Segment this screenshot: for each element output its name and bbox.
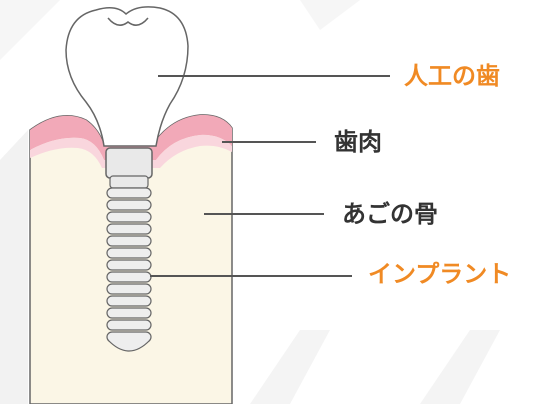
label-jaw-bone: あごの骨 [342,200,438,228]
screw-thread [106,307,152,319]
leader-lines [150,75,390,277]
screw-thread [106,283,152,295]
implant-screw [105,147,153,352]
label-gum: 歯肉 [334,128,382,156]
background-stripes [0,130,500,404]
tooth-crown [65,6,189,147]
screw-thread [106,235,152,247]
screw-thread [106,259,152,271]
tooth-crown-notch [107,17,149,26]
label-implant: インプラント [368,260,512,288]
screw-thread [106,187,152,199]
gum-highlight [30,134,232,168]
label-artificial-tooth: 人工の歯 [404,62,500,90]
screw-thread [106,247,152,259]
gum-shape [30,114,232,160]
screw-thread [106,319,152,331]
screw-thread [106,199,152,211]
screw-thread [106,271,152,283]
screw-thread [106,211,152,223]
screw-thread [106,295,152,307]
screw-thread [106,223,152,235]
